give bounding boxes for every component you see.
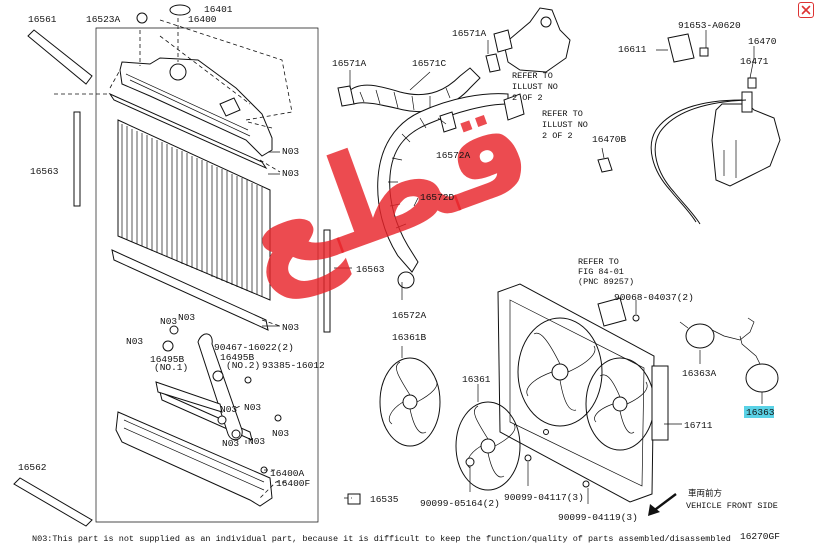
label-16400: 16400 xyxy=(188,14,217,25)
refer-note-2: REFER TO ILLUST NO 2 OF 2 xyxy=(542,109,588,141)
water-outlet xyxy=(493,7,571,121)
label-16363: 16363 xyxy=(746,407,775,418)
label-16400F: 16400F xyxy=(276,478,311,489)
refer-1-line-2: ILLUST NO xyxy=(512,82,558,92)
close-icon xyxy=(801,5,811,15)
label-16361: 16361 xyxy=(462,374,491,385)
label-16495B-b: 16495B xyxy=(220,352,255,363)
label-16571C: 16571C xyxy=(412,58,447,69)
radiator-core xyxy=(117,119,271,301)
fan-16361B xyxy=(379,357,441,447)
refer-3-line-1: REFER TO xyxy=(578,257,619,267)
vehicle-front-indicator: 車両前方 VEHICLE FRONT SIDE xyxy=(648,488,778,516)
label-90068: 90068-04037(2) xyxy=(614,292,694,303)
radiator-side-seals xyxy=(13,29,331,527)
reservoir-tank xyxy=(597,33,781,225)
right-side-leaders xyxy=(334,30,763,504)
fan-shroud xyxy=(497,283,669,503)
label-90099-b: 90099-04117(3) xyxy=(504,492,584,503)
label-16571A-b: 16571A xyxy=(452,28,487,39)
front-arrow-icon xyxy=(648,504,660,516)
lower-radiator-pipe xyxy=(155,333,243,441)
label-n03-2: N03 xyxy=(282,168,299,179)
part-labels: 16561 16523A 16401 16400 16563 16562 165… xyxy=(18,4,780,542)
refer-note-1: REFER TO ILLUST NO 2 OF 2 xyxy=(512,71,558,103)
refer-2-line-1: REFER TO xyxy=(542,109,583,119)
label-16363A: 16363A xyxy=(682,368,717,379)
label-16471: 16471 xyxy=(740,56,769,67)
watermark-text: قطع xyxy=(221,71,550,312)
label-16711: 16711 xyxy=(684,420,713,431)
radiator-tank-gaskets xyxy=(108,92,269,331)
label-93385: 93385-16012 xyxy=(262,360,325,371)
refer-2-line-3: 2 OF 2 xyxy=(542,131,573,141)
label-16562: 16562 xyxy=(18,462,47,473)
upper-radiator-hose xyxy=(337,53,501,112)
label-n03-4: N03 xyxy=(160,316,177,327)
label-n03-11: N03 xyxy=(272,428,289,439)
label-16470B: 16470B xyxy=(592,134,627,145)
refer-3-line-3: (PNC 89257) xyxy=(578,277,634,287)
label-16611: 16611 xyxy=(618,44,647,55)
label-no2: (NO.2) xyxy=(226,360,260,371)
label-16535: 16535 xyxy=(370,494,399,505)
label-91653: 91653-A0620 xyxy=(678,20,741,31)
label-16401: 16401 xyxy=(204,4,233,15)
label-no1: (NO.1) xyxy=(154,362,188,373)
refer-2-line-2: ILLUST NO xyxy=(542,120,588,130)
label-16563-left: 16563 xyxy=(30,166,59,177)
label-n03-6: N03 xyxy=(126,336,143,347)
refer-3-line-2: FIG 84-01 xyxy=(578,267,624,277)
small-fittings xyxy=(136,4,361,505)
label-n03-5: N03 xyxy=(178,312,195,323)
label-16400A: 16400A xyxy=(270,468,305,479)
label-n03-10: N03 xyxy=(248,436,265,447)
label-16361B: 16361B xyxy=(392,332,427,343)
label-fig-code: 16270GF xyxy=(740,531,780,542)
radiator-leaders xyxy=(54,18,352,499)
footnote: N03:This part is not supplied as an indi… xyxy=(32,534,731,544)
label-16495B-a: 16495B xyxy=(150,354,185,365)
radiator-upper-tank xyxy=(119,57,273,157)
label-16470: 16470 xyxy=(748,36,777,47)
label-90099-c: 90099-04119(3) xyxy=(558,512,638,523)
label-16572D: 16572D xyxy=(420,192,455,203)
shroud-bolts xyxy=(524,314,640,488)
label-16523A: 16523A xyxy=(86,14,121,25)
label-16572A-b: 16572A xyxy=(392,310,427,321)
label-n03-3: N03 xyxy=(282,322,299,333)
vehicle-front-cn: 車両前方 xyxy=(688,488,722,499)
label-n03-9: N03 xyxy=(222,438,239,449)
watermark-logo: قطع xyxy=(221,71,550,312)
highlight-16363 xyxy=(744,406,774,418)
fan-motor-16363 xyxy=(739,335,779,393)
label-16563-mid: 16563 xyxy=(356,264,385,275)
label-n03-8: N03 xyxy=(244,402,261,413)
fan-motor-16363A xyxy=(679,317,755,349)
label-90467: 90467-16022(2) xyxy=(214,342,294,353)
label-n03-1: N03 xyxy=(282,146,299,157)
refer-note-3: REFER TO FIG 84-01 (PNC 89257) xyxy=(578,257,634,287)
label-16572A-a: 16572A xyxy=(436,150,471,161)
radiator-assembly-frame xyxy=(95,27,319,523)
label-n03-7: N03 xyxy=(220,404,237,415)
fan-16361 xyxy=(455,401,521,491)
close-button[interactable] xyxy=(798,2,814,18)
refer-1-line-1: REFER TO xyxy=(512,71,553,81)
vehicle-front-en: VEHICLE FRONT SIDE xyxy=(686,501,778,511)
refer-1-line-3: 2 OF 2 xyxy=(512,93,543,103)
label-90099-a: 90099-05164(2) xyxy=(420,498,500,509)
label-16571A-a: 16571A xyxy=(332,58,367,69)
label-16561: 16561 xyxy=(28,14,57,25)
